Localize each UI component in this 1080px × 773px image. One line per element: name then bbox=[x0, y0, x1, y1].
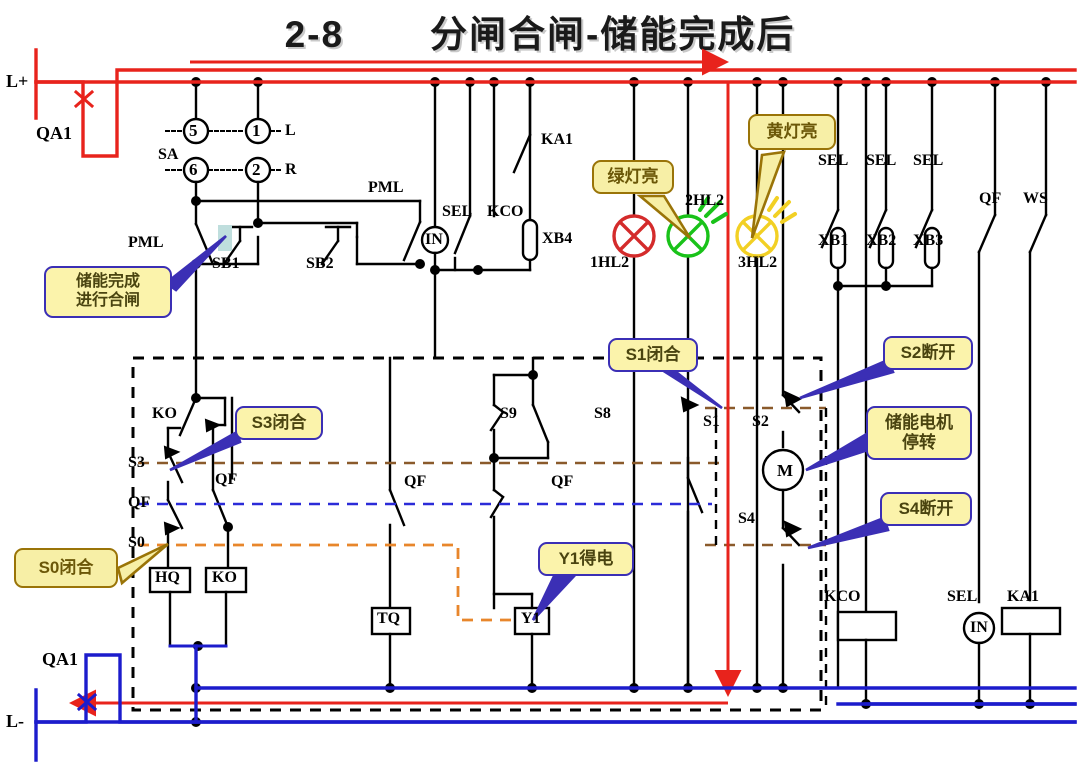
label-motor: M bbox=[777, 461, 794, 480]
label-sel-xb1: SEL bbox=[818, 152, 849, 169]
callout-green-lamp-on[interactable]: 绿灯亮 bbox=[592, 160, 674, 194]
label-lamp-2hl2: 2HL2 bbox=[685, 192, 725, 209]
label-qf-y1: QF bbox=[551, 473, 574, 490]
label-qf-mid-upper: QF bbox=[215, 471, 238, 488]
label-pml-left: PML bbox=[128, 234, 164, 251]
label-y1: Y1 bbox=[521, 610, 541, 627]
label-pml-right: PML bbox=[368, 179, 404, 196]
label-lamp-1hl2: 1HL2 bbox=[590, 254, 630, 271]
label-qf-right: QF bbox=[979, 190, 1002, 207]
rail-negative-label: L- bbox=[6, 711, 24, 731]
label-sel-xb3: SEL bbox=[913, 152, 944, 169]
label-s4: S4 bbox=[738, 510, 755, 527]
label-s0: S0 bbox=[128, 534, 145, 551]
label-ko-top: KO bbox=[152, 405, 177, 422]
sa-label-L: L bbox=[285, 122, 296, 139]
label-xb3: XB3 bbox=[913, 232, 944, 249]
sa-label: SA bbox=[158, 146, 179, 163]
label-sb1: SB1 bbox=[212, 255, 240, 272]
label-ka1-coil: KA1 bbox=[1007, 588, 1039, 605]
breaker-bottom-label: QA1 bbox=[42, 649, 78, 669]
label-xb2: XB2 bbox=[866, 232, 897, 249]
label-lamp-3hl2: 3HL2 bbox=[738, 254, 778, 271]
label-ws: WS bbox=[1023, 190, 1048, 207]
callout-storage-done-close[interactable]: 储能完成 进行合闸 bbox=[44, 266, 172, 318]
label-s9: S9 bbox=[500, 405, 517, 422]
label-xb1: XB1 bbox=[818, 232, 849, 249]
label-s8: S8 bbox=[594, 405, 611, 422]
callout-y1-energized[interactable]: Y1得电 bbox=[538, 542, 634, 576]
label-xb4: XB4 bbox=[542, 230, 573, 247]
label-tq: TQ bbox=[377, 610, 401, 627]
label-in-bottom: IN bbox=[970, 619, 988, 636]
callout-yellow-lamp-on[interactable]: 黄灯亮 bbox=[748, 114, 836, 150]
sa-contact-2: 2 bbox=[252, 160, 261, 179]
page-title: 2-8 分闸合闸-储能完成后 bbox=[284, 14, 796, 55]
callout-s2-open[interactable]: S2断开 bbox=[883, 336, 973, 370]
rail-positive-label: L+ bbox=[6, 71, 29, 91]
label-s1: S1 bbox=[703, 413, 720, 430]
label-ko-coil: KO bbox=[212, 569, 237, 586]
label-sel-in: SEL bbox=[442, 203, 473, 220]
sa-label-R: R bbox=[285, 161, 297, 178]
label-kco-coil: KCO bbox=[824, 588, 861, 605]
lamp-3hl2 bbox=[735, 196, 797, 258]
sa-contact-5: 5 bbox=[189, 121, 198, 140]
label-kco: KCO bbox=[487, 203, 524, 220]
sa-contact-1: 1 bbox=[252, 121, 261, 140]
callout-s3-closed[interactable]: S3闭合 bbox=[235, 406, 323, 440]
callout-s1-closed[interactable]: S1闭合 bbox=[608, 338, 698, 372]
sa-contact-6: 6 bbox=[189, 160, 198, 179]
breaker-top-label: QA1 bbox=[36, 123, 72, 143]
callout-s4-open[interactable]: S4断开 bbox=[880, 492, 972, 526]
label-s3: S3 bbox=[128, 454, 145, 471]
label-in-meter: IN bbox=[425, 231, 443, 248]
label-ka1-top: KA1 bbox=[541, 131, 573, 148]
label-qf-left: QF bbox=[128, 494, 151, 511]
label-sel-xb2: SEL bbox=[866, 152, 897, 169]
label-sel-bottom: SEL bbox=[947, 588, 978, 605]
label-qf-tq: QF bbox=[404, 473, 427, 490]
label-hq: HQ bbox=[155, 569, 180, 586]
label-s2: S2 bbox=[752, 413, 769, 430]
label-sb2: SB2 bbox=[306, 255, 334, 272]
lamp-1hl2 bbox=[612, 214, 656, 258]
callout-motor-stopped[interactable]: 储能电机 停转 bbox=[866, 406, 972, 460]
callout-s0-closed[interactable]: S0闭合 bbox=[14, 548, 118, 588]
